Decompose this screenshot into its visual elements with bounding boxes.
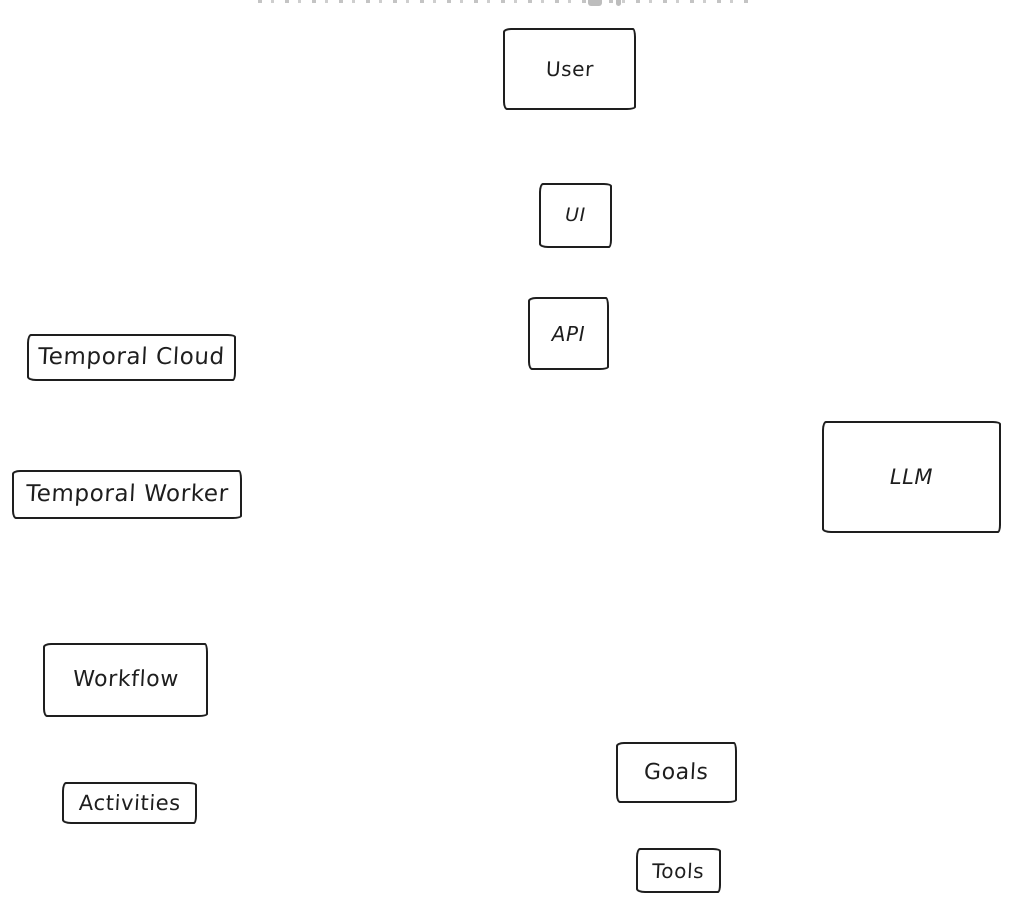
clipped-text-descender	[588, 0, 602, 6]
node-label: Goals	[643, 759, 710, 785]
node-label: Workflow	[71, 667, 180, 692]
diagram-node-ui[interactable]: UI	[539, 183, 612, 248]
node-label: Temporal Worker	[25, 481, 230, 507]
node-label: Tools	[651, 858, 706, 883]
node-label: API	[551, 321, 586, 346]
node-label: User	[544, 57, 595, 81]
clipped-text-descender	[616, 0, 621, 6]
node-label: UI	[565, 204, 586, 226]
diagram-node-activities[interactable]: Activities	[62, 782, 197, 824]
diagram-node-temporal-worker[interactable]: Temporal Worker	[12, 470, 242, 519]
diagram-node-workflow[interactable]: Workflow	[43, 643, 208, 717]
diagram-node-api[interactable]: API	[528, 297, 609, 370]
diagram-node-goals[interactable]: Goals	[616, 742, 737, 803]
clipped-text-fragments	[258, 0, 750, 3]
node-label: Temporal Cloud	[37, 344, 226, 370]
diagram-node-temporal-cloud[interactable]: Temporal Cloud	[27, 334, 236, 381]
diagram-node-user[interactable]: User	[503, 28, 636, 110]
diagram-node-tools[interactable]: Tools	[636, 848, 721, 893]
node-label: Activities	[77, 790, 182, 815]
diagram-node-llm[interactable]: LLM	[822, 421, 1001, 533]
node-label: LLM	[889, 464, 934, 489]
